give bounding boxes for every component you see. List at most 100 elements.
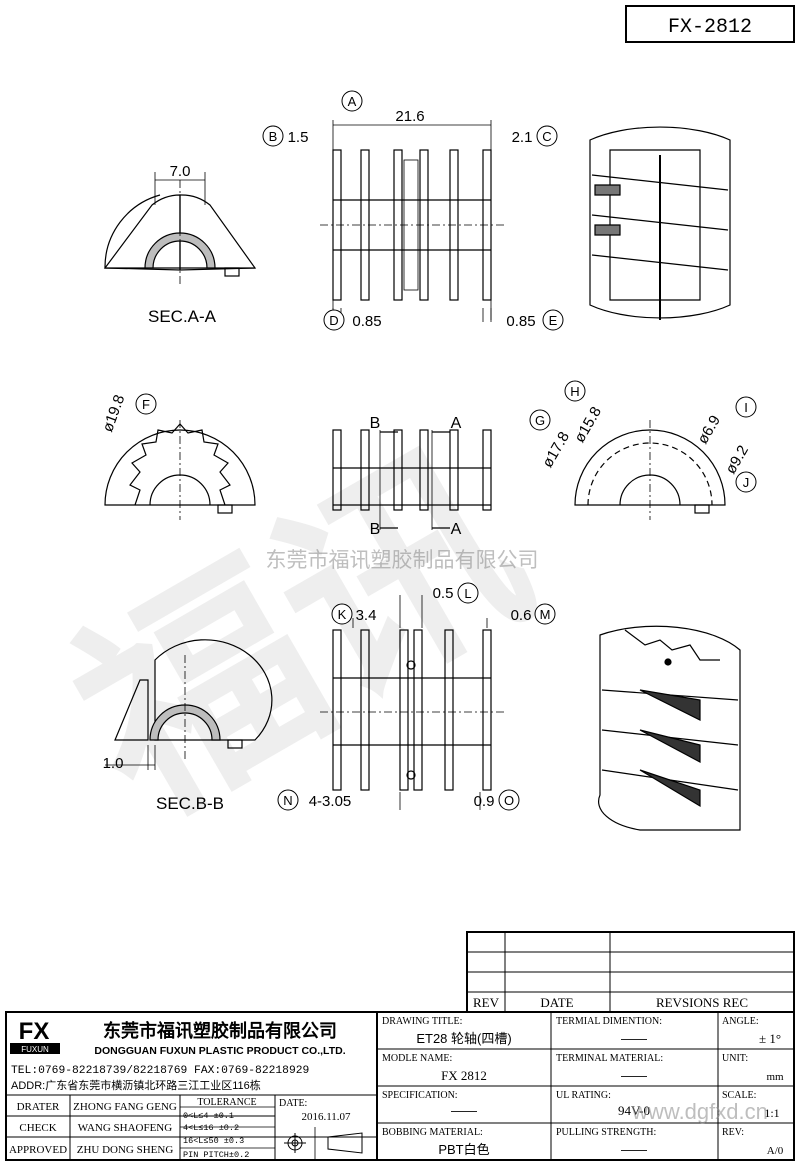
drawing-title: ET28 轮轴(四槽)	[416, 1031, 511, 1046]
side-view-mid	[332, 429, 492, 530]
rev-header-rec: REVSIONS REC	[656, 995, 748, 1010]
bot-flange-3	[399, 629, 409, 791]
name-approved: ZHU DONG SHENG	[77, 1144, 174, 1156]
date-label: DATE:	[279, 1098, 307, 1109]
rev-header-rev: REV	[473, 995, 500, 1010]
marker-c: C	[542, 129, 551, 144]
part-number-box	[625, 5, 795, 43]
dim-e: 0.85	[506, 313, 535, 330]
diameter-view-right	[574, 420, 726, 520]
marker-o-circle	[498, 789, 520, 811]
company-name-cn: 东莞市福讯塑胶制品有限公司	[103, 1020, 337, 1041]
dim-n: 4-3.05	[309, 793, 352, 810]
center-slot	[403, 159, 419, 291]
bobbin-value: PBT白色	[438, 1142, 489, 1157]
logo-sub-bg	[10, 1043, 60, 1054]
side-flange-4	[419, 429, 429, 511]
dia-left-outer	[104, 429, 256, 506]
angle-label: ANGLE:	[722, 1016, 759, 1027]
tolerance-row-4: PIN PITCH±0.2	[183, 1150, 249, 1160]
angle-value: ± 1°	[759, 1031, 781, 1046]
dim-f: ø19.8	[99, 393, 128, 435]
scale-value: 1:1	[764, 1106, 779, 1120]
front-view-top	[320, 120, 505, 322]
marker-l-circle	[457, 582, 479, 604]
iso-bottom-slots	[639, 689, 701, 808]
term-dim-label: TERMIAL DIMENTION:	[556, 1016, 662, 1027]
side-flange-3	[393, 429, 403, 511]
iso-bottom-teeth	[624, 629, 720, 661]
watermark-company: 东莞市福讯塑胶制品有限公司	[266, 549, 539, 572]
marker-f: F	[142, 397, 150, 412]
iso-bottom-dot	[664, 658, 672, 666]
marker-n: N	[283, 793, 292, 808]
unit-value: mm	[766, 1071, 784, 1083]
bot-flange-4	[413, 629, 423, 791]
drawing-title-label: DRAWING TITLE:	[382, 1016, 462, 1027]
iso-bottom-body	[597, 625, 741, 831]
dim-d: 0.85	[352, 313, 381, 330]
sec-aa-label: SEC.A-A	[148, 307, 217, 326]
sec-aa-arc	[104, 194, 161, 269]
dim-l: 0.5	[433, 585, 454, 602]
marker-d-circle	[323, 309, 345, 331]
company-addr: ADDR:广东省东莞市横沥镇北环路三江工业区116栋	[11, 1078, 261, 1092]
dim-m: 0.6	[511, 607, 532, 624]
ul-value: 94V-0	[618, 1103, 650, 1118]
dim-sec-bb: 1.0	[103, 755, 124, 772]
projection-symbol-icon	[284, 1132, 363, 1154]
unit-label: UNIT:	[722, 1053, 748, 1064]
marker-h: H	[570, 384, 579, 399]
company-name-en: DONGGUAN FUXUN PLASTIC PRODUCT CO.,LTD.	[94, 1045, 345, 1057]
marker-g: G	[535, 413, 545, 428]
tolerance-row-2: 4<L≤16 ±0.2	[183, 1123, 239, 1133]
marker-m-circle	[534, 603, 556, 625]
bot-flange-6	[482, 629, 492, 791]
marker-c-circle	[536, 125, 558, 147]
iso-view-top	[589, 126, 731, 320]
marker-i-circle	[735, 396, 757, 418]
marker-j-circle	[735, 471, 757, 493]
sec-bb-right-piece	[154, 639, 273, 741]
bot-hole-bottom	[406, 770, 416, 780]
marker-e-circle	[542, 309, 564, 331]
marker-k-circle	[331, 603, 353, 625]
dim-c: 2.1	[512, 129, 533, 146]
sec-aa-right-flange	[179, 194, 257, 271]
spec-value: ——	[451, 1103, 477, 1118]
dia-right-outer	[574, 429, 726, 506]
marker-i: I	[744, 400, 748, 415]
marker-o: O	[504, 793, 514, 808]
marker-f-circle	[135, 393, 157, 415]
marker-a: A	[348, 94, 357, 109]
side-flange-1	[332, 429, 342, 511]
side-flange-2	[360, 429, 370, 511]
rev-label: REV:	[722, 1127, 744, 1138]
dim-g: ø17.8	[539, 429, 573, 471]
logo-sub: FUXUN	[21, 1045, 49, 1054]
dia-right-pin	[694, 504, 710, 514]
marker-e: E	[549, 313, 558, 328]
marker-d: D	[329, 313, 338, 328]
rev-header-date: DATE	[540, 995, 573, 1010]
cut-arrows	[380, 431, 450, 529]
model-value: FX 2812	[441, 1068, 487, 1083]
dim-sec-aa-width: 7.0	[170, 163, 191, 180]
sec-aa-hatch	[144, 232, 216, 269]
pull-value: ——	[621, 1142, 647, 1157]
marker-j: J	[743, 475, 750, 490]
sec-aa-view	[103, 172, 257, 285]
bobbin-label: BOBBING MATERIAL:	[382, 1127, 483, 1138]
marker-m: M	[540, 607, 551, 622]
sec-aa-pin	[224, 267, 240, 277]
dia-left-pin	[217, 504, 233, 514]
marker-n-circle	[277, 789, 299, 811]
iso-top-slots	[594, 184, 621, 236]
sec-bb-label: SEC.B-B	[156, 794, 224, 813]
front-view-bottom	[320, 595, 505, 810]
dim-a-width: 21.6	[395, 108, 424, 125]
dim-i: ø6.9	[694, 413, 724, 447]
bot-flange-2	[360, 629, 370, 791]
cut-b-bottom: B	[370, 521, 381, 538]
